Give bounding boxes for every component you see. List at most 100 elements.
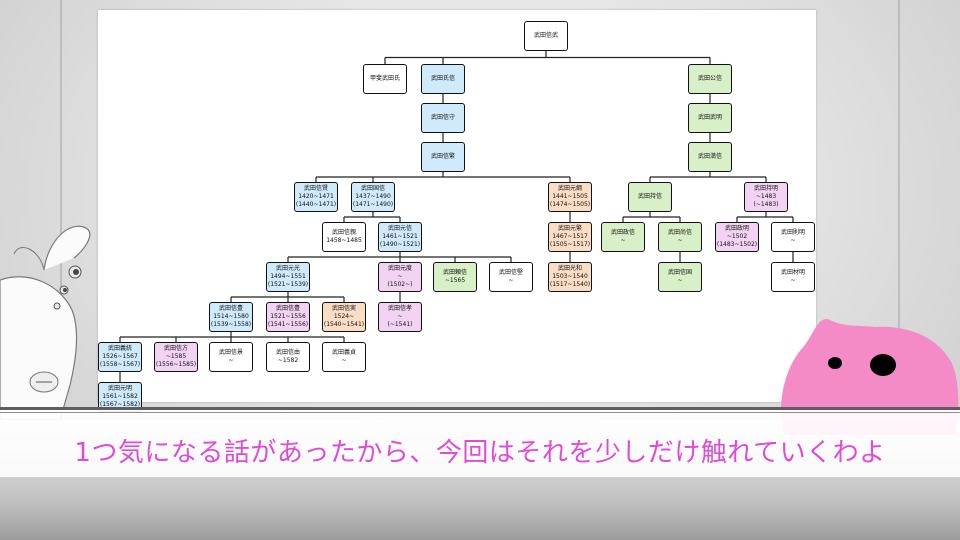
tree-node-line: 1526~1567: [102, 353, 138, 360]
tree-node-line: 武田国信: [360, 185, 385, 192]
tree-node-zaiaki: 武田材明~: [771, 262, 815, 292]
tree-node-line: 武田満信: [697, 153, 722, 160]
tree-node-kai: 甲斐武田氏: [363, 64, 407, 94]
tree-node-line: (1502~): [387, 281, 413, 288]
tree-node-line: (1440~1471): [295, 201, 337, 208]
tree-node-line: ~: [790, 237, 796, 244]
tree-node-line: (~1541): [387, 321, 413, 328]
tree-node-line: 武田信国: [667, 269, 692, 276]
tree-node-line: 武田信孝: [387, 305, 412, 312]
tree-node-line: 武田元信: [387, 225, 412, 232]
pink-blob-character: [781, 319, 959, 435]
tree-node-noriaki: 武田則明~: [771, 222, 815, 252]
tree-node-line: 1437~1490: [355, 193, 391, 200]
tree-node-line: 武田元度: [387, 265, 412, 272]
tree-node-line: 1561~1582: [102, 393, 138, 400]
ghost-character: [0, 225, 91, 420]
tree-node-takeaki: 武田武明: [688, 103, 732, 133]
tree-node-masanobu: 武田政信~: [601, 222, 645, 252]
tree-node-line: 武田尚信: [667, 229, 692, 236]
tree-node-line: 武田氏信: [430, 75, 455, 82]
tree-node-line: (1521~1539): [267, 281, 309, 288]
tree-node-line: ~: [790, 277, 796, 284]
tree-node-line: 1494~1551: [270, 273, 306, 280]
tree-node-line: 武田頼信: [442, 269, 467, 276]
tree-node-line: ~: [620, 237, 626, 244]
tree-node-line: ~1565: [444, 277, 466, 284]
tree-node-line: (~1483): [753, 201, 779, 208]
tree-node-line: 武田武明: [697, 114, 722, 121]
tree-node-line: ~: [508, 277, 514, 284]
tree-node-line: ~: [677, 237, 683, 244]
tree-node-yoshisada: 武田義貞~: [322, 342, 366, 372]
tree-node-line: ~: [397, 313, 403, 320]
tree-node-line: ~1483: [755, 193, 777, 200]
tree-node-line: 1514~1580: [213, 313, 249, 320]
subtitle-bar: [0, 407, 960, 477]
tree-node-line: (1558~1567): [99, 361, 141, 368]
tree-node-line: (1517~1540): [549, 281, 591, 288]
tree-node-line: 武田元光: [275, 265, 300, 272]
tree-node-mochinobu: 武田持信: [628, 182, 672, 212]
tree-node-line: ~1502: [726, 233, 748, 240]
tree-node-line: 武田則明: [780, 229, 805, 236]
tree-node-nobukage: 武田信景~: [209, 342, 253, 372]
tree-node-line: 1461~1521: [382, 233, 418, 240]
tree-node-line: (1539~1558): [210, 321, 252, 328]
tree-node-line: 武田信守: [430, 114, 455, 121]
tree-node-line: ~: [397, 273, 403, 280]
tree-node-line: 武田信方: [163, 345, 188, 352]
tree-node-line: 1521~1556: [270, 313, 306, 320]
tree-node-line: 武田信豊: [218, 305, 243, 312]
tree-node-line: 武田義統: [107, 345, 132, 352]
tree-node-line: ~: [341, 357, 347, 364]
tree-node-line: 1524~: [333, 313, 355, 320]
tree-node-nobukuni: 武田信国~: [658, 262, 702, 292]
tree-node-mitsunobu: 武田満信: [688, 142, 732, 172]
tree-node-line: ~1585: [165, 353, 187, 360]
tree-node-line: 武田信由: [275, 349, 300, 356]
tree-node-line: (1483~1502): [716, 241, 758, 248]
tree-node-kiminobu: 武田公信: [688, 64, 732, 94]
tree-node-line: 武田信賢: [303, 185, 328, 192]
tree-node-line: (1556~1585): [155, 361, 197, 368]
tree-connectors: [119, 51, 794, 382]
tree-node-line: 武田持信: [637, 193, 662, 200]
tree-node-line: 武田信繁: [430, 153, 455, 160]
tree-node-nobuyoshi: 武田信由~1582: [266, 342, 310, 372]
tree-node-motonori: 武田元度~(1502~): [378, 262, 422, 292]
tree-node-line: (1490~1521): [379, 241, 421, 248]
tree-node-masaaki: 武田政明~1502(1483~1502): [715, 222, 759, 252]
tree-node-line: 武田信武: [533, 32, 558, 39]
tree-node-line: 武田信親: [331, 229, 356, 236]
tree-node-line: ~1582: [277, 357, 299, 364]
tree-node-line: 甲斐武田氏: [369, 75, 400, 82]
subtitle-text: 1つ気になる話があったから、今回はそれを少しだけ触れていくわよ: [74, 438, 886, 468]
tree-node-line: 武田材明: [780, 269, 805, 276]
tree-node-line: (1471~1490): [352, 201, 394, 208]
tree-node-line: (1541~1556): [267, 321, 309, 328]
tree-node-line: 武田信堅: [498, 269, 523, 276]
tree-node-line: 1503~1540: [552, 273, 588, 280]
tree-node-line: 1458~1485: [326, 237, 362, 244]
tree-node-nobukata2: 武田信堅~: [489, 262, 533, 292]
tree-node-line: 1467~1517: [552, 233, 588, 240]
tree-node-line: 武田持明: [753, 185, 778, 192]
tree-node-yorinobu: 武田頼信~1565: [433, 262, 477, 292]
tree-node-line: 1441~1505: [552, 193, 588, 200]
tree-node-nobutaka: 武田信孝~(~1541): [378, 302, 422, 332]
tree-node-nobushige: 武田信繁: [421, 142, 465, 172]
tree-node-line: 1420~1471: [298, 193, 334, 200]
tree-node-line: 武田公信: [697, 75, 722, 82]
tree-node-mochiaki: 武田持明~1483(~1483): [744, 182, 788, 212]
tree-node-line: 武田光和: [557, 265, 582, 272]
